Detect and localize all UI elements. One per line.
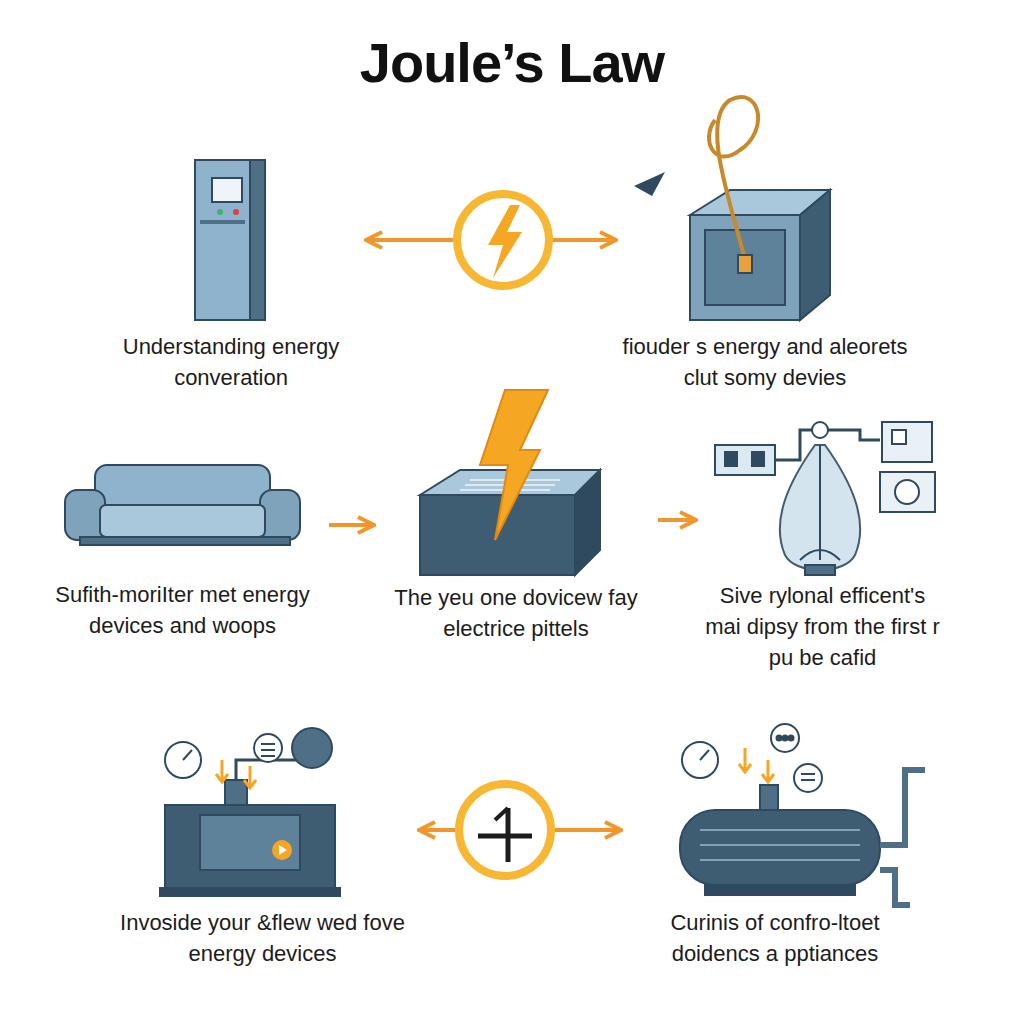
caption-text: Invoside your &flew wed fove energy devi… [110,908,415,970]
icon-card: fiouder s energy and aleorets clut somy … [620,110,910,394]
caption-text: The yeu one dovicew fay electrice pittel… [378,583,654,645]
sofa-icon [65,465,300,545]
icon-card: Understanding energy converation [100,150,362,394]
icon-card: The yeu one dovicew fay electrice pittel… [378,383,654,645]
box-icon [634,97,830,320]
transformer-icon [420,390,600,575]
tank-machine-icon [680,724,925,905]
caption-text: Sive rylonal efficent's mai dipsy from t… [700,581,945,673]
switch-circle [459,784,551,876]
caption-text: Curinis of confro-ltoet doidencs a pptia… [625,908,925,970]
icon-card: Invoside your &flew wed fove energy devi… [110,720,415,970]
diagram-title: Joule’s Law [0,30,1024,95]
flow-arrow [329,523,374,527]
fridge-icon [195,160,265,320]
caption-text: fiouder s energy and aleorets clut somy … [620,332,910,394]
lightning-circle [457,194,549,286]
caption-text: Sufith-moriIter met energy devices and w… [40,580,325,642]
icon-card: Sive rylonal efficent's mai dipsy from t… [700,413,945,673]
lamp-icon [715,422,935,575]
machine-icon [160,728,340,896]
flow-arrow [658,518,696,522]
caption-text: Understanding energy converation [100,332,362,394]
icon-card: Sufith-moriIter met energy devices and w… [40,460,325,642]
icon-card: Curinis of confro-ltoet doidencs a pptia… [625,720,925,970]
